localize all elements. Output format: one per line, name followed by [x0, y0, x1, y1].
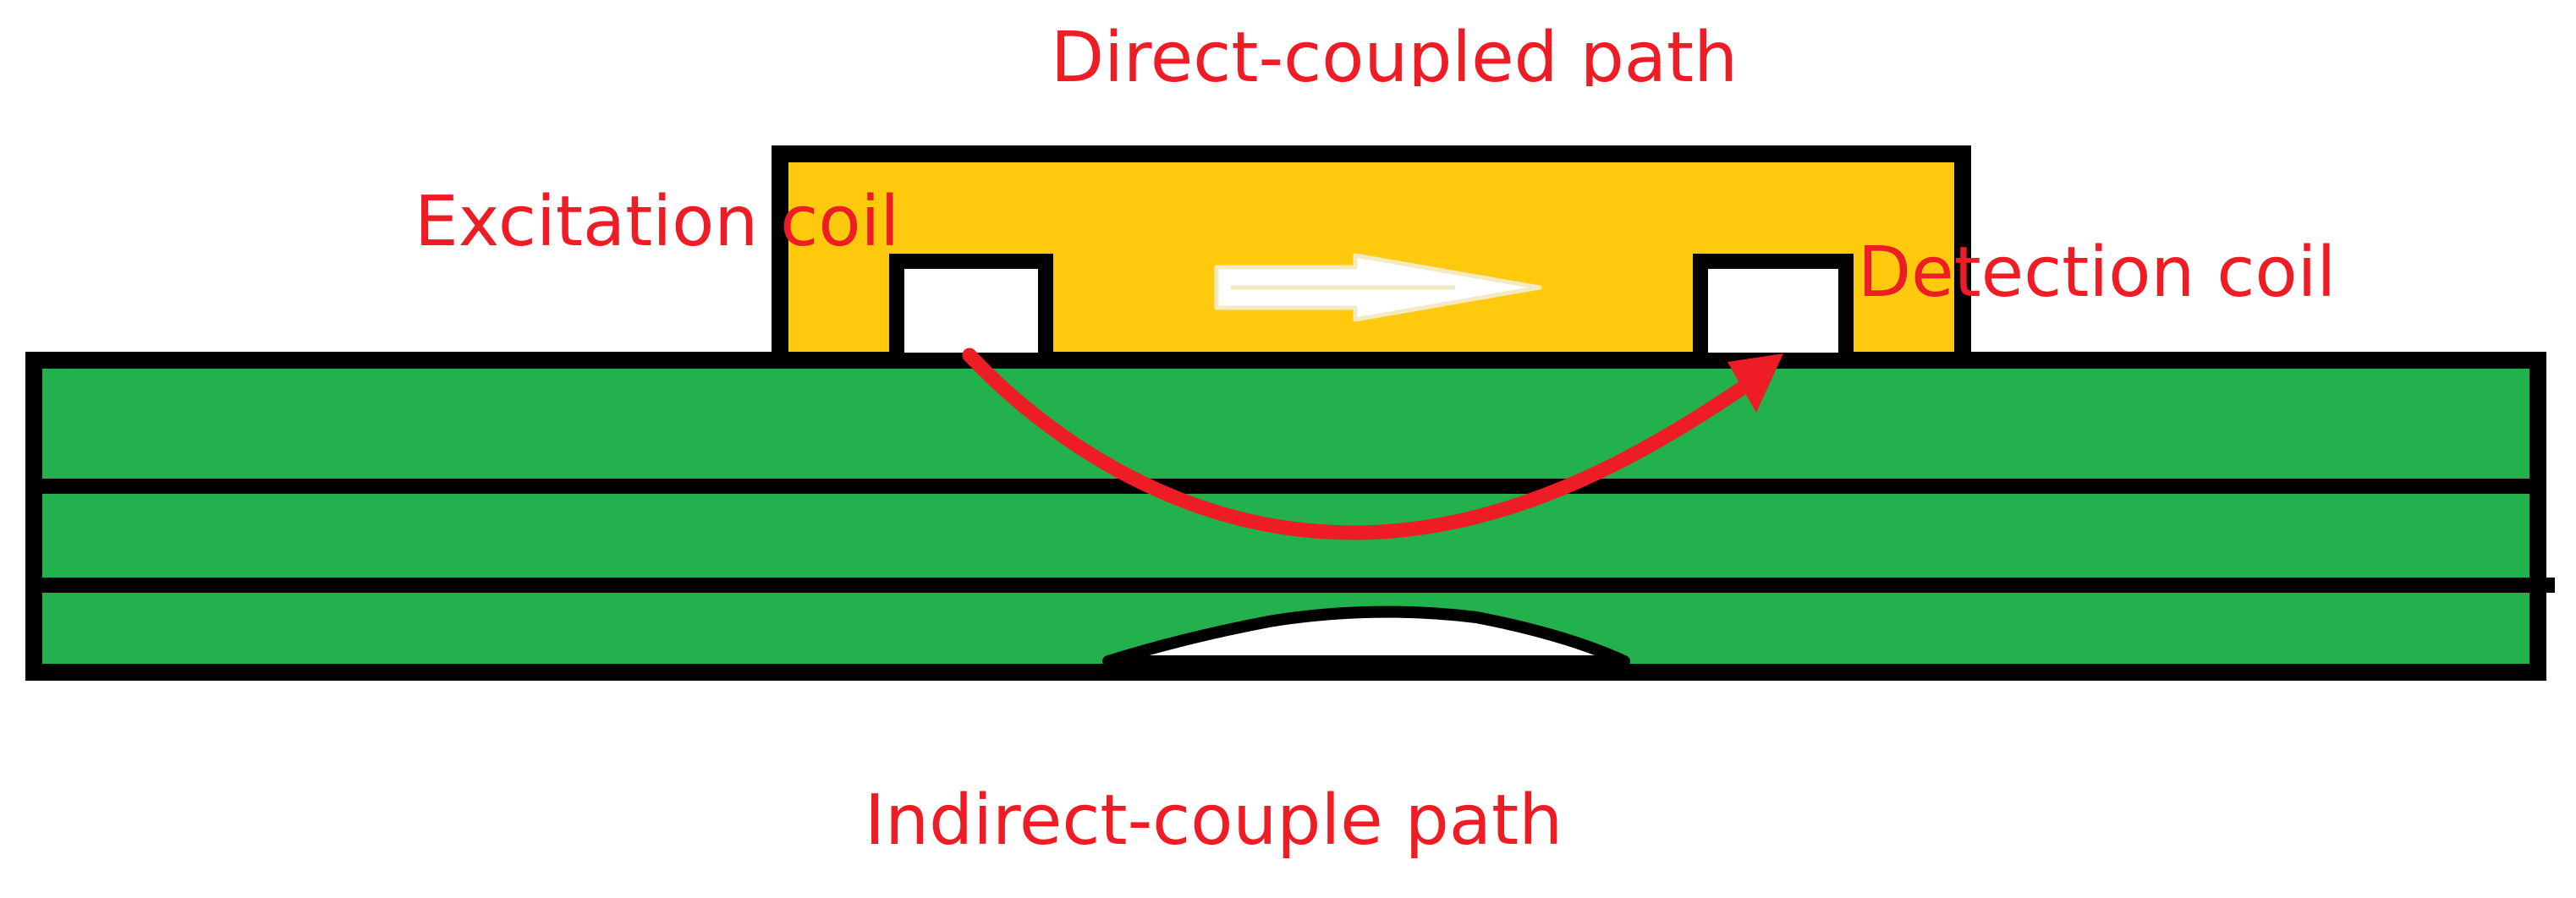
- excitation-coil-label: Excitation coil: [415, 182, 900, 262]
- direct-coupled-path-label: Direct-coupled path: [1051, 24, 1738, 86]
- defect-void: [1102, 605, 1630, 667]
- specimen-outline: [25, 352, 2546, 681]
- layer-middle: [34, 490, 2538, 582]
- indirect-path-arrow: [962, 348, 1783, 540]
- detection-coil: [1693, 254, 1854, 368]
- flux-arrow-icon: [1214, 253, 1542, 322]
- detection-coil-label: Detection coil: [1858, 233, 2337, 313]
- excitation-coil: [889, 254, 1053, 368]
- layer-top: [34, 360, 2538, 482]
- indirect-couple-path-label: Indirect-couple path: [865, 780, 1563, 861]
